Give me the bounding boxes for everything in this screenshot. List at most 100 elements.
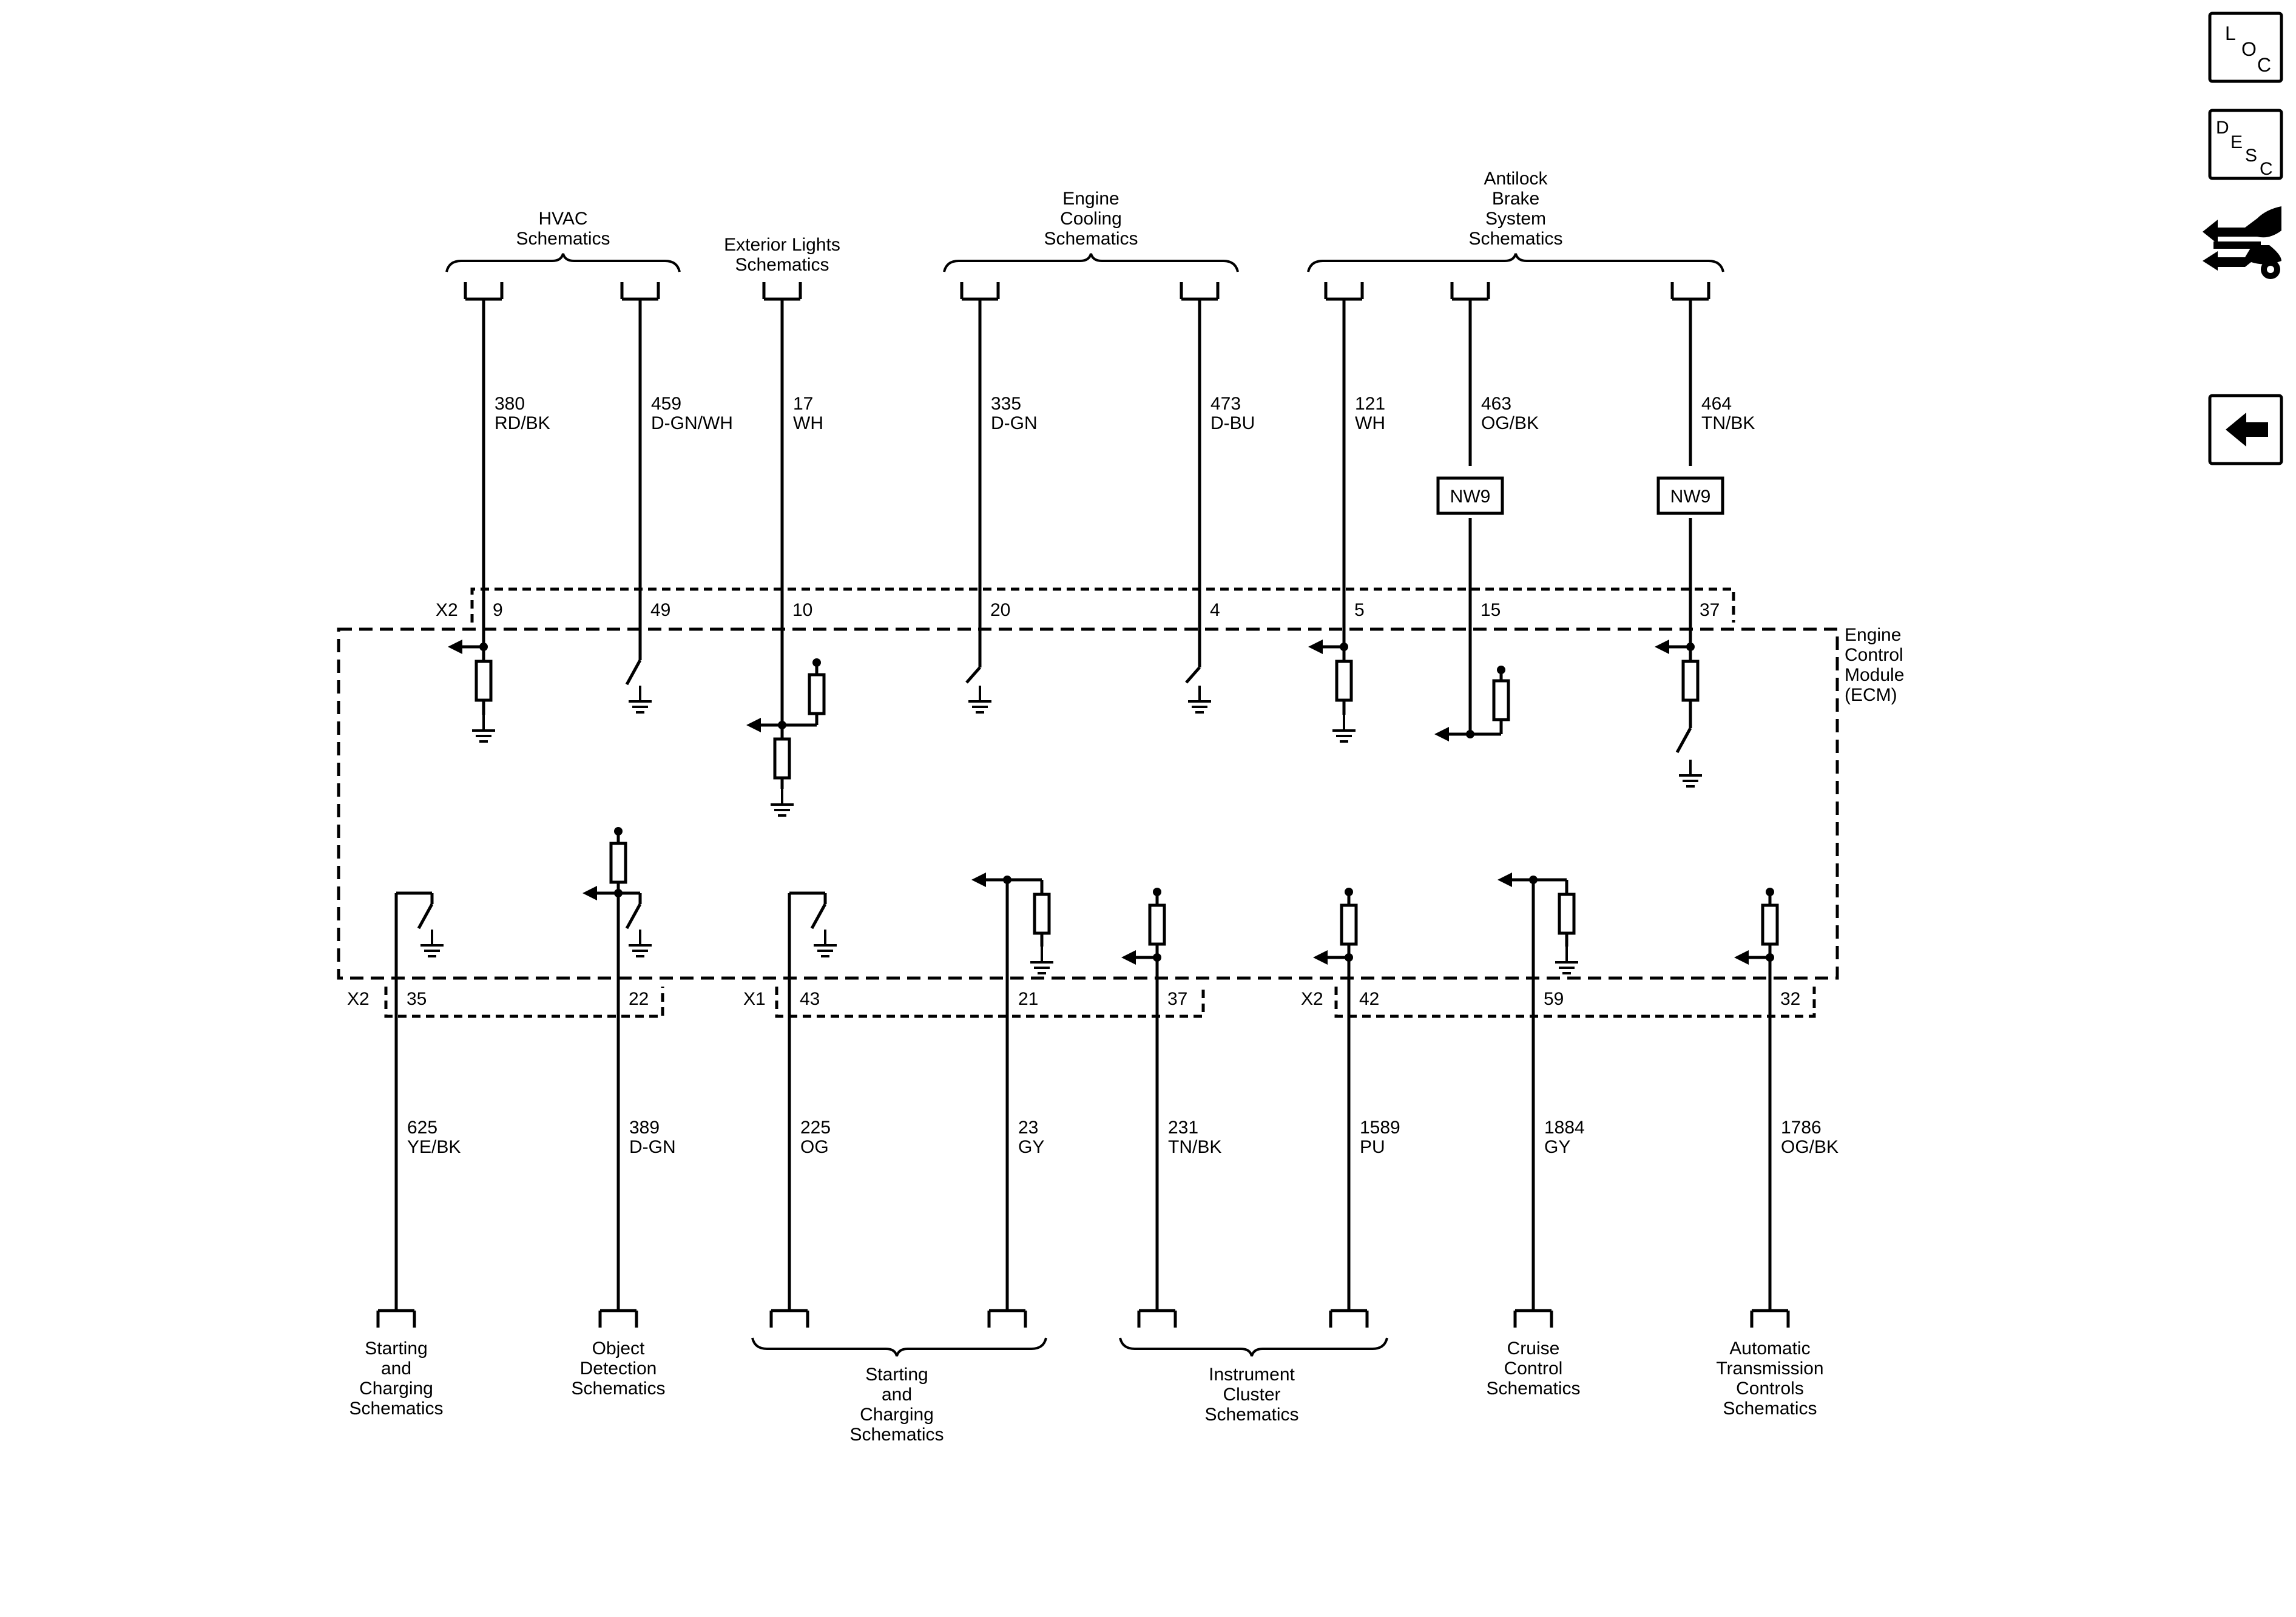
pin-number: 32 [1780,989,1800,1009]
pin-number: 10 [792,600,812,620]
wire-color: OG [800,1137,829,1157]
pin-number: 49 [650,600,670,620]
splice-nw9-463: NW9 [1436,476,1504,515]
pin-number: 4 [1210,600,1220,620]
desc-letter: S [2245,146,2257,166]
wire-color: GY [1018,1137,1044,1157]
bottom-group-label-line: Detection [580,1359,657,1379]
bottom-group-label-line: Schematics [1723,1399,1817,1419]
bottom-group-label-line: Schematics [1486,1379,1580,1399]
bottom-group-label-line: Cluster [1223,1385,1280,1405]
desc-button[interactable]: D E S C [2208,109,2283,180]
pin-number: 21 [1018,989,1038,1009]
circuit-number: 17 [793,394,813,414]
pin-number: 59 [1544,989,1564,1009]
pin-number: 20 [990,600,1010,620]
top-group-label-line: Schematics [1044,229,1138,249]
wire-color: D-GN/WH [651,413,733,433]
wire-color: OG/BK [1481,413,1539,433]
circuit-number: 1786 [1781,1118,1822,1138]
top-group-label-line: Brake [1492,189,1539,209]
bottom-group-label-line: Starting [365,1338,427,1359]
connector-repair-icon[interactable] [2203,206,2281,279]
pin-number: 15 [1481,600,1501,620]
top-group-label-line: Exterior Lights [724,235,840,255]
loc-button[interactable]: L O C [2208,12,2283,83]
bottom-group-label-line: Charging [860,1405,934,1425]
circuit-number: 121 [1355,394,1385,414]
wire-color: D-GN [629,1137,676,1157]
bottom-group-label-line: Schematics [1204,1405,1298,1425]
bottom-group-label-line: and [882,1385,912,1405]
wire-color: RD/BK [495,413,550,433]
circuit-number: 1589 [1360,1118,1400,1138]
top-group-label-line: Cooling [1060,209,1122,229]
pin-number: 9 [493,600,503,620]
wire-color: YE/BK [407,1137,461,1157]
pin-number: 43 [800,989,820,1009]
bottom-group-label-line: Object [592,1338,645,1359]
connector-id: X2 [347,989,370,1009]
wire-color: WH [1355,413,1385,433]
circuit-number: 225 [800,1118,831,1138]
wire-color: D-GN [991,413,1038,433]
top-group-label-line: System [1485,209,1546,229]
bottom-group-label-line: Charging [359,1379,433,1399]
ecm-internal-top-symbols [448,640,1703,817]
pin-number: 37 [1700,600,1720,620]
top-group-label-line: Schematics [1468,229,1562,249]
circuit-number: 335 [991,394,1021,414]
top-group-label-line: Engine [1062,189,1119,209]
circuit-number: 23 [1018,1118,1038,1138]
wire-color: GY [1544,1137,1570,1157]
ecm-internal-bottom [394,831,1779,1022]
wire-color: WH [793,413,823,433]
bottom-group-label-line: Schematics [571,1379,665,1399]
circuit-number: 463 [1481,394,1511,414]
bottom-group-label-line: Schematics [849,1425,944,1445]
pin-number: 22 [629,989,649,1009]
bottom-connector-cups [378,1311,1788,1328]
splice-label: NW9 [1450,487,1491,507]
back-arrow-icon [2226,413,2268,447]
circuit-number: 459 [651,394,681,414]
module-label-line: (ECM) [1845,685,1897,705]
wire-color: OG/BK [1781,1137,1838,1157]
wire-color: PU [1360,1137,1385,1157]
top-group-label-line: Schematics [516,229,610,249]
ecm-internal-bottom-symbols [419,827,1774,974]
desc-letter: D [2216,118,2229,138]
ecm-module-boundary [337,627,1839,980]
bottom-group-labels: StartingandChargingSchematicsObjectDetec… [349,1338,1823,1445]
connector-id: X2 [436,600,458,620]
bottom-pin-labels: X2 35 22 X1 43 21 37 X2 42 59 32 [347,989,1800,1009]
bottom-group-label-line: and [381,1359,411,1379]
circuit-number: 1884 [1544,1118,1585,1138]
top-wires [482,299,1692,734]
circuit-number: 231 [1168,1118,1198,1138]
ecm-internal-top [460,645,1700,789]
wire-color: TN/BK [1168,1137,1221,1157]
loc-letter: O [2241,38,2257,60]
splice-label: NW9 [1670,487,1711,507]
top-connector-x2: X2 9 49 10 20 4 5 15 37 [436,587,1735,623]
bottom-circuit-labels: 625 YE/BK 389 D-GN 225 OG 23 GY 231 TN/B… [407,1118,1838,1157]
pin-number: 5 [1354,600,1365,620]
circuit-number: 464 [1701,394,1732,414]
bottom-group-label-line: Cruise [1507,1338,1560,1359]
back-button[interactable] [2208,394,2283,465]
bottom-group-label-line: Starting [865,1365,928,1385]
desc-letter: C [2260,159,2273,179]
pin-number: 35 [407,989,427,1009]
connector-id: X2 [1301,989,1323,1009]
splice-nw9-464: NW9 [1656,476,1724,515]
